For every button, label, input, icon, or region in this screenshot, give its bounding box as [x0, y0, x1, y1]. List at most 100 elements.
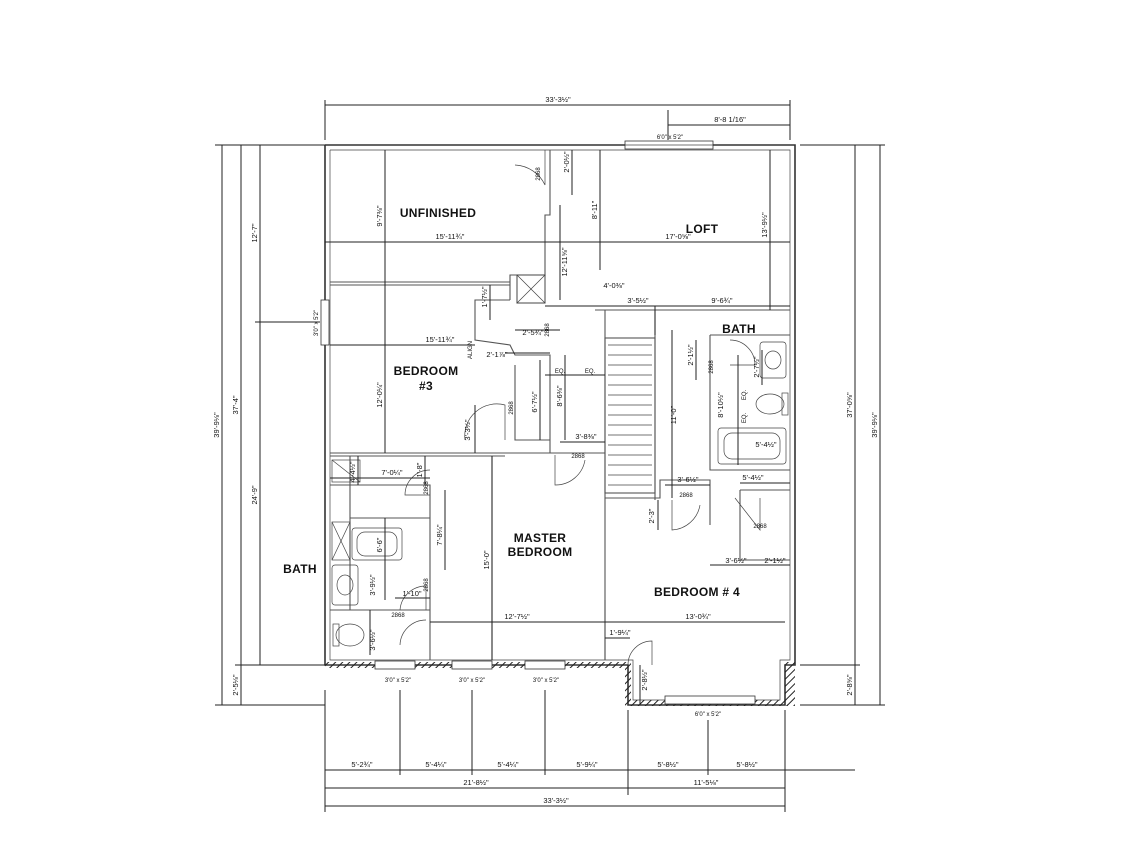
dim-2-5: 2'-5¾" [522, 328, 544, 337]
dim-3-6: 3'-6½" [677, 475, 699, 484]
dimension-labels: 33'-3½" 8'-8 1/16" 5'-2¾" 5'-4¼" 5'-4¼" … [212, 95, 879, 805]
dim-unfinished-h: 9'-7⅜" [375, 205, 384, 227]
dim-4-4: 4'-4½" [348, 461, 357, 483]
dim-8-10: 8'-10½" [716, 392, 725, 418]
dim-bed3-h: 12'-0¼" [375, 382, 384, 408]
dim-12-11: 12'-11⅝" [560, 247, 569, 276]
window-label-top: 6'0" x 5'2" [657, 135, 683, 141]
door-label-5: 2868 [424, 578, 430, 592]
room-bedroom4: BEDROOM # 4 [654, 585, 740, 599]
dim-7-0: 7'-0¼" [381, 468, 403, 477]
dim-5-4b: 5'-4½" [742, 473, 764, 482]
dim-1-7: 1'-7½" [480, 286, 489, 308]
dim-bottom-1: 5'-2¾" [351, 760, 373, 769]
dimension-lines [215, 100, 885, 812]
dim-right-overall: 39'-9⅛" [870, 412, 879, 438]
dim-overall-bottom: 33'-3½" [543, 796, 569, 805]
door-label-7: 2868 [679, 493, 693, 499]
dim-2-1b: 2'-1½" [686, 344, 695, 366]
dim-left-24: 24'-9" [250, 485, 259, 504]
eq-label-2: EQ. [585, 369, 596, 375]
dim-left-37: 37'-4" [231, 395, 240, 414]
align-label: ALIGN [468, 341, 474, 359]
dim-6-7: 6'-7½" [530, 391, 539, 413]
dim-2-1c: 2'-1½" [764, 556, 786, 565]
dim-6-6: 6'-6" [375, 537, 384, 552]
dim-bottom-6: 5'-8½" [736, 760, 758, 769]
dim-15-0: 15'-0" [482, 550, 491, 569]
door-label-2: 2868 [509, 401, 515, 415]
room-bedroom3-line1: BEDROOM [394, 364, 459, 378]
door-label-6: 2868 [391, 613, 405, 619]
door-swings [399, 150, 761, 666]
dim-left-2: 2'-5⅛" [231, 674, 240, 696]
dim-loft-w: 17'-0⅝" [665, 232, 691, 241]
eq-label-4: EQ. [742, 413, 748, 424]
dim-bottom-4: 5'-9¼" [576, 760, 598, 769]
dim-5-4: 5'-4½" [755, 440, 777, 449]
annotations: 6'0" x 5'2" 3'0" x 5'2" 3'0" x 5'2" 3'0"… [314, 135, 767, 718]
dim-3-6c: 3'-6½" [368, 629, 377, 651]
window-label-bottom-4: 6'0" x 5'2" [695, 712, 721, 718]
dim-loft-h: 13'-9½" [760, 212, 769, 238]
room-bedroom3-line2: #3 [419, 379, 433, 393]
dim-unfinished-w: 15'-11¾" [436, 232, 465, 241]
dim-3-6b: 3'-6½" [725, 556, 747, 565]
dim-12-7: 12'-7½" [504, 612, 530, 621]
eq-label-3: EQ. [742, 390, 748, 401]
dim-2-3: 2'-3" [647, 508, 656, 523]
door-label-1: 2868 [536, 167, 542, 181]
windows [320, 140, 756, 705]
dim-13-0: 13'-0¾" [685, 612, 711, 621]
dim-9-6: 9'-6¾" [711, 296, 733, 305]
room-master-line1: MASTER [514, 531, 566, 545]
room-master-line2: BEDROOM [508, 545, 573, 559]
room-bath-top: BATH [722, 322, 756, 336]
dim-2-8: 2'-8½" [640, 669, 649, 691]
door-label-10: 2868 [545, 323, 551, 337]
dim-bottom-5: 5'-8½" [657, 760, 679, 769]
eq-label-1: EQ. [555, 369, 566, 375]
dim-1-10: 1'-10" [402, 589, 421, 598]
dim-bottom-3: 5'-4¼" [497, 760, 519, 769]
dim-1-8: 1'-8" [415, 462, 424, 477]
dim-2-0: 2'-0½" [562, 151, 571, 173]
dim-overall-top: 33'-3½" [545, 95, 571, 104]
dim-3-5: 3'-5½" [627, 296, 649, 305]
dim-top-right: 8'-8 1/16" [714, 115, 746, 124]
dim-bed3-w: 15'-11¾" [426, 335, 455, 344]
fixtures [331, 274, 789, 647]
dim-3-3: 3'-3½" [463, 419, 472, 441]
window-label-bottom-3: 3'0" x 5'2" [533, 678, 559, 684]
door-label-3: 2868 [571, 454, 585, 460]
door-label-9: 2868 [709, 360, 715, 374]
dim-2-1: 2'-1⅞" [486, 350, 508, 359]
dim-left-12: 12'-7" [250, 223, 259, 242]
dim-3-8: 3'-8⅜" [575, 432, 597, 441]
window-label-left: 3'0" x 5'2" [314, 310, 320, 336]
door-label-8: 2868 [753, 524, 767, 530]
window-label-bottom-2: 3'0" x 5'2" [459, 678, 485, 684]
window-label-bottom-1: 3'0" x 5'2" [385, 678, 411, 684]
dim-11-0: 11'-0" [669, 405, 678, 424]
dim-bottom-2: 5'-4¼" [425, 760, 447, 769]
dim-bottom-left-sub: 21'-8½" [463, 778, 489, 787]
dim-7-8: 7'-8¼" [435, 524, 444, 546]
room-loft: LOFT [686, 222, 719, 236]
dim-2-7: 2'-7½" [752, 356, 761, 378]
dim-bottom-right-sub: 11'-5⅛" [694, 778, 719, 787]
dim-right-2: 2'-8⅝" [845, 674, 854, 696]
interior-walls [330, 150, 790, 660]
dim-8-11: 8'-11" [590, 200, 599, 219]
dim-left-overall: 39'-9⅛" [212, 412, 221, 438]
room-unfinished: UNFINISHED [400, 206, 476, 220]
dim-3-9: 3'-9½" [368, 574, 377, 596]
room-labels: UNFINISHED LOFT BATH BEDROOM #3 MASTER B… [283, 206, 756, 599]
dim-1-9: 1'-9¼" [609, 628, 631, 637]
dim-right-37: 37'-0⅝" [845, 392, 854, 418]
dim-8-6: 8'-6⅜" [555, 385, 564, 407]
room-bath-left: BATH [283, 562, 317, 576]
stair-treads [608, 344, 652, 486]
dim-4-0: 4'-0⅜" [603, 281, 625, 290]
